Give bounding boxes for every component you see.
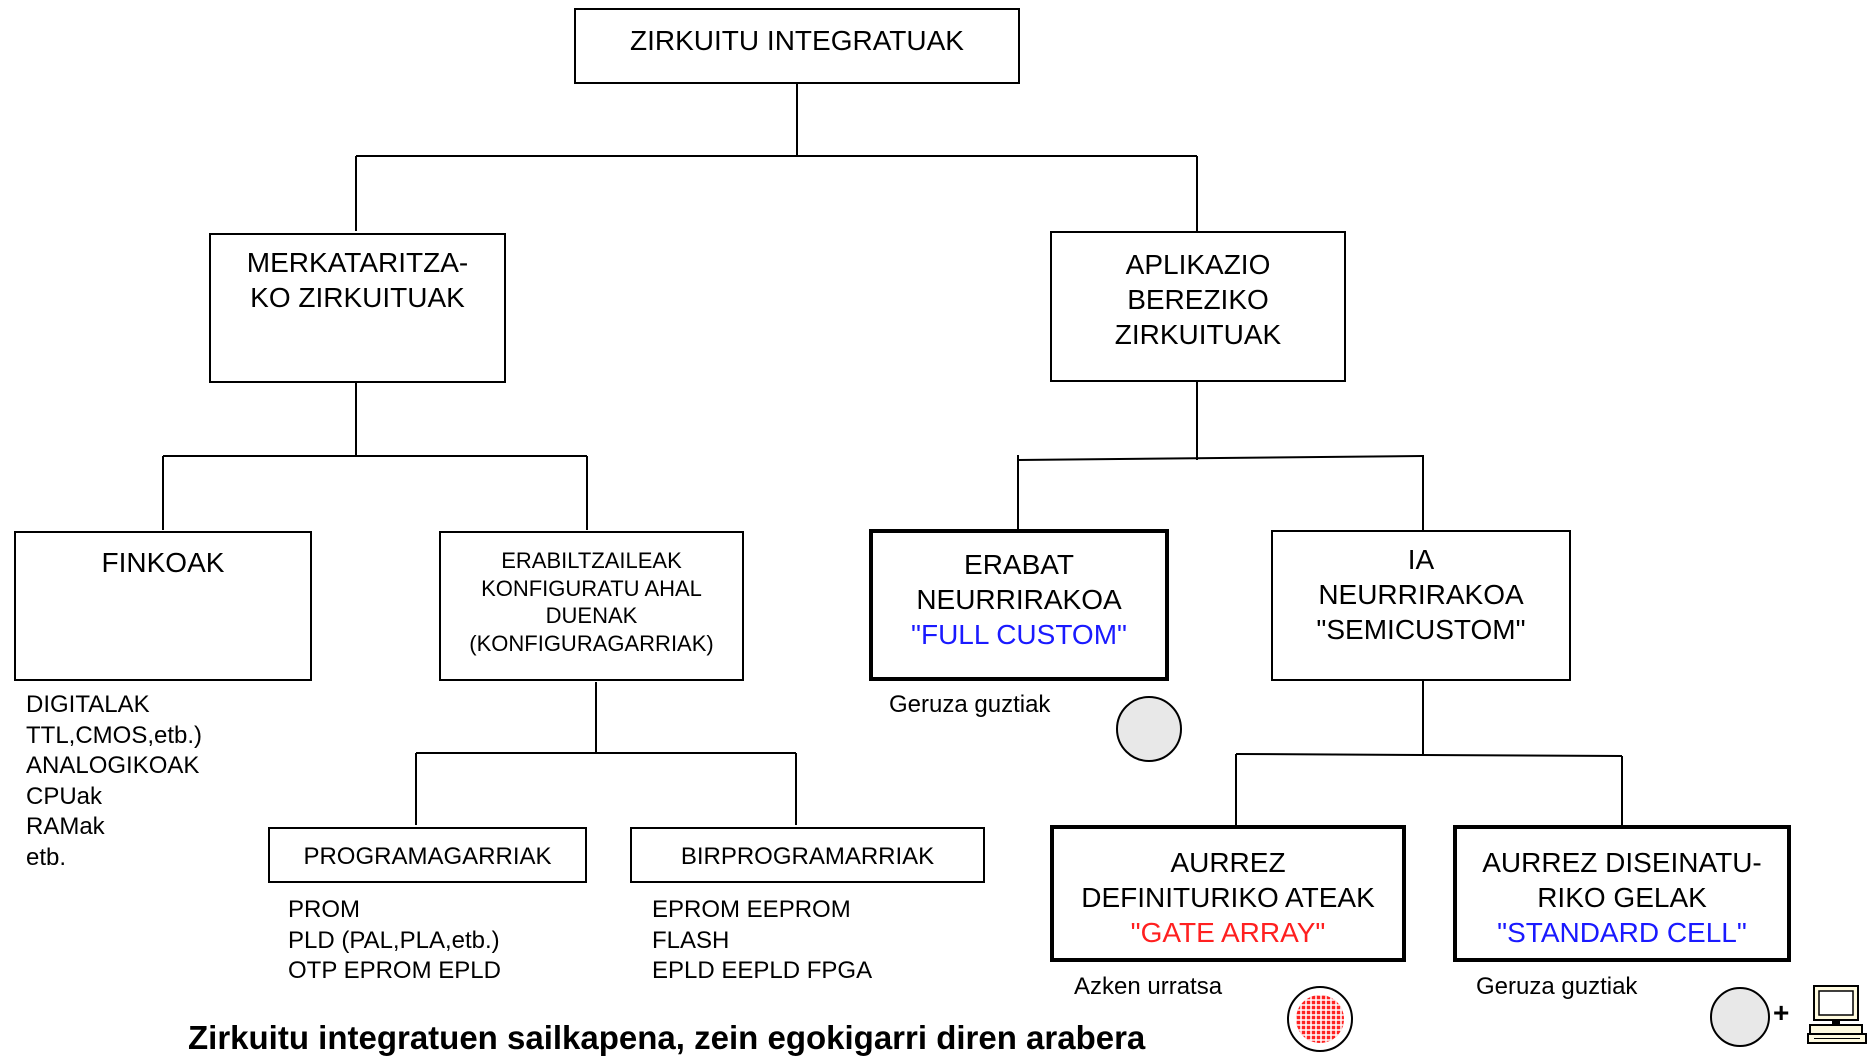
commercial-label-line-1: MERKATARITZA- (246, 247, 469, 278)
standard-cell-tag: "STANDARD CELL" (1497, 917, 1747, 948)
gate-array-tag: "GATE ARRAY" (1130, 917, 1326, 948)
full-custom-note: Geruza guztiak (889, 691, 1051, 718)
full-custom-line-1: ERABAT (964, 549, 1074, 580)
list-item: EPROM EEPROM (652, 896, 851, 923)
list-item: RAMak (26, 813, 105, 840)
full-custom-line-2: NEURRIRAKOA (916, 584, 1122, 615)
standard-cell-line-2: RIKO GELAK (1537, 882, 1707, 913)
gate-array-line-1: AURREZ (1170, 847, 1286, 878)
gate-array-note: Azken urratsa (1074, 973, 1223, 1000)
gate-array-wafer-icon (1287, 986, 1353, 1052)
asic-label-line-3: ZIRKUITUAK (1114, 319, 1282, 350)
configurable-line-2: KONFIGURATU AHAL (481, 575, 702, 601)
list-item: etb. (26, 843, 67, 871)
list-item: FLASH (652, 926, 730, 954)
semicustom-box: IA NEURRIRAKOA "SEMICUSTOM" (1271, 530, 1571, 681)
full-custom-box: ERABAT NEURRIRAKOA "FULL CUSTOM" (869, 529, 1169, 681)
list-item: DIGITALAK (26, 691, 150, 718)
gate-array-line-2: DEFINITURIKO ATEAK (1081, 882, 1375, 913)
full-custom-tag: "FULL CUSTOM" (911, 619, 1127, 650)
programmable-examples-list: PROM PLD (PAL,PLA,etb.) OTP EPROM EPLD (288, 895, 501, 987)
semicustom-line-3: "SEMICUSTOM" (1316, 614, 1526, 645)
fixed-title: FINKOAK (101, 547, 225, 578)
reprogrammable-examples-list: EPROM EEPROM FLASH EPLD EEPLD FPGA (652, 895, 872, 987)
commercial-circuits-box: MERKATARITZA- KO ZIRKUITUAK (209, 233, 506, 383)
wafer-circle-icon (1710, 987, 1770, 1047)
asic-box: APLIKAZIO BEREZIKO ZIRKUITUAK (1050, 231, 1346, 382)
asic-label-line-2: BEREZIKO (1127, 284, 1269, 315)
plus-sign: + (1773, 997, 1790, 1028)
gate-array-box: AURREZ DEFINITURIKO ATEAK "GATE ARRAY" (1050, 825, 1406, 962)
list-item: ANALOGIKOAK (26, 752, 200, 779)
list-item: OTP EPROM EPLD (288, 957, 501, 984)
semicustom-line-1: IA (1407, 544, 1435, 575)
list-item: CPUak (26, 782, 103, 810)
computer-icon (1807, 985, 1867, 1044)
root-label: ZIRKUITU INTEGRATUAK (630, 25, 964, 56)
asic-label-line-1: APLIKAZIO (1125, 249, 1271, 280)
standard-cell-box: AURREZ DISEINATU- RIKO GELAK "STANDARD C… (1453, 825, 1791, 962)
diagram-caption: Zirkuitu integratuen sailkapena, zein eg… (188, 1019, 1146, 1056)
standard-cell-note: Geruza guztiak (1476, 973, 1638, 1000)
semicustom-line-2: NEURRIRAKOA (1318, 579, 1524, 610)
fixed-box: FINKOAK (14, 531, 312, 681)
list-item: TTL,CMOS,etb.) (26, 721, 203, 749)
standard-cell-line-1: AURREZ DISEINATU- (1482, 847, 1762, 878)
wafer-circle-icon (1116, 696, 1182, 762)
configurable-box: ERABILTZAILEAK KONFIGURATU AHAL DUENAK (… (439, 531, 744, 681)
configurable-line-3: DUENAK (545, 603, 638, 628)
programmable-title: PROGRAMAGARRIAK (303, 843, 552, 870)
list-item: PROM (288, 896, 360, 923)
configurable-line-4: (KONFIGURAGARRIAK) (469, 630, 714, 656)
reprogrammable-title: BIRPROGRAMARRIAK (680, 843, 935, 870)
programmable-box: PROGRAMAGARRIAK (268, 827, 587, 883)
list-item: EPLD EEPLD FPGA (652, 957, 873, 984)
fixed-examples-list: DIGITALAK TTL,CMOS,etb.) ANALOGIKOAK CPU… (26, 690, 202, 873)
commercial-label-line-2: KO ZIRKUITUAK (250, 282, 465, 313)
list-item: PLD (PAL,PLA,etb.) (288, 926, 500, 954)
reprogrammable-box: BIRPROGRAMARRIAK (630, 827, 985, 883)
configurable-line-1: ERABILTZAILEAK (501, 548, 682, 573)
root-box: ZIRKUITU INTEGRATUAK (574, 8, 1020, 84)
